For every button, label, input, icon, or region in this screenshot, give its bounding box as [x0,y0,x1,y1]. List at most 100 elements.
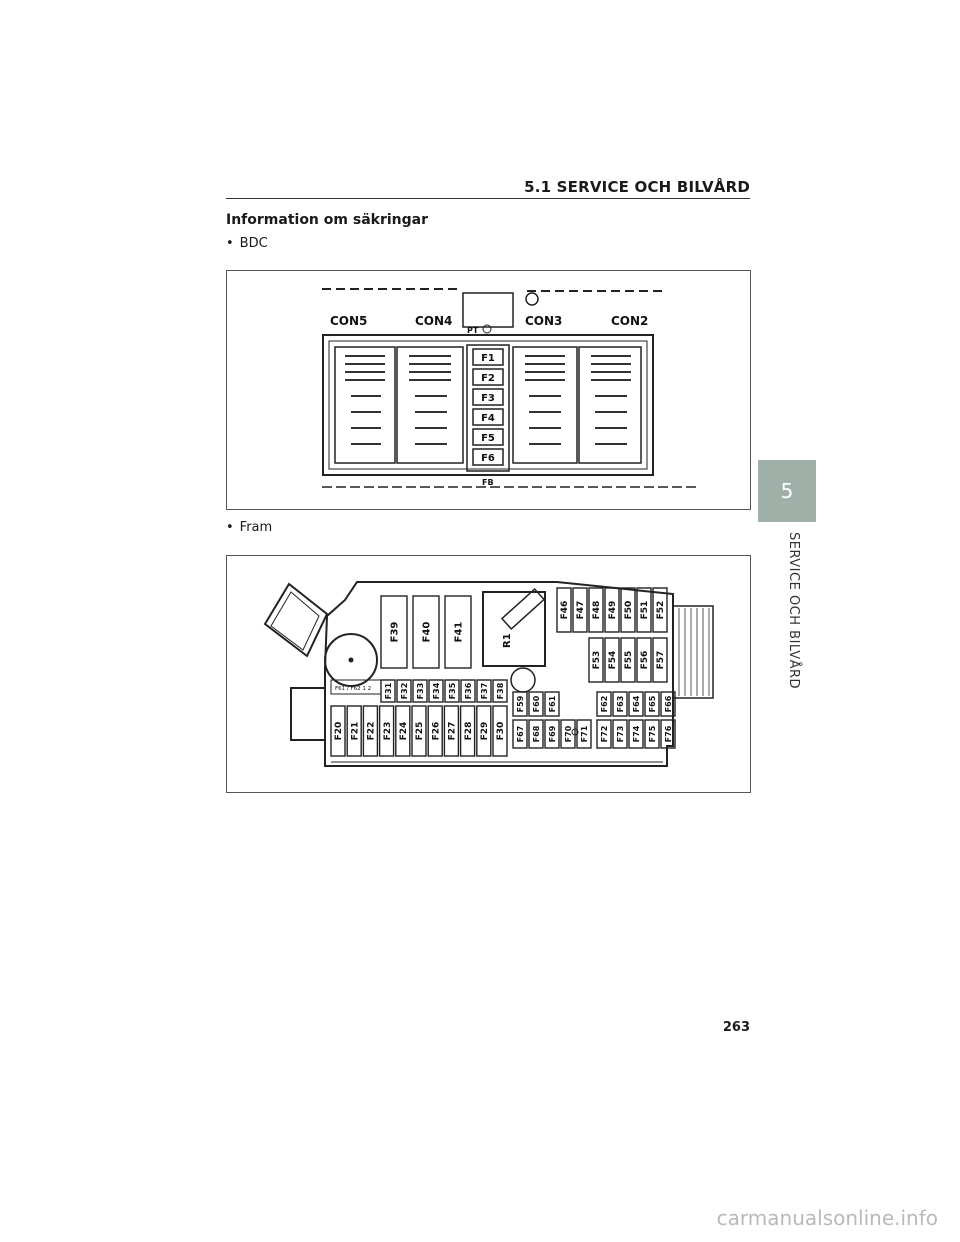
fuse-slot-f40 [412,595,440,669]
fuse-label-f74: F74 [632,725,641,742]
fuse-label-f49: F49 [608,601,618,620]
bdc-fuse-f4: F4 [481,413,495,424]
fuse-label-f63: F63 [616,696,625,713]
fuse-label-f64: F64 [632,695,641,712]
fuse-label-f67: F67 [516,726,525,743]
bdc-diagram-svg: CON5 CON4 CON3 CON2 PT [322,288,697,488]
fuse-slot-f52 [652,587,668,633]
fuse-slot-f72 [596,719,612,749]
fuse-label-f76: F76 [664,725,673,742]
bdc-fuse-f6: F6 [481,453,495,464]
fuse-slot-f61 [544,691,560,717]
pt-label: PT [467,326,479,335]
fuse-label-f51: F51 [640,601,650,620]
fuse-label-f68: F68 [532,725,541,742]
connector-label-con2: CON2 [611,314,648,328]
watermark: carmanualsonline.info [716,1206,938,1230]
fuse-slot-f26 [427,705,443,757]
fuse-slot-f62 [596,691,612,717]
fuse-slot-f33 [412,679,428,703]
fuse-slot-f49 [604,587,620,633]
fuse-label-f52: F52 [656,601,666,620]
fuse-slot-f28 [459,705,476,757]
fuse-slot-f76 [660,719,676,749]
fuse-slot-f35 [444,679,460,703]
fuse-label-f26: F26 [431,722,441,741]
fuse-label-f53: F53 [592,651,602,670]
fuse-label-f60: F60 [532,695,541,712]
fuse-slot-f47 [572,587,588,633]
fuse-slot-f55 [620,637,636,683]
fb-label: FB [482,478,494,487]
fuse-slot-f20 [330,705,346,757]
fuse-slot-f30 [492,705,508,757]
fuse-slot-f34 [428,679,444,703]
fuse-slot-f51 [636,587,652,633]
fuse-label-f54: F54 [608,651,618,670]
fuse-slot-f66 [660,691,676,717]
fuse-slot-f71 [576,719,592,749]
bullet-dot: • [226,236,234,251]
fuse-slot-f57 [652,637,668,683]
fuse-slot-f64 [628,691,644,717]
fuse-label-f32: F32 [400,683,409,700]
fuse-label-f31: F31 [384,682,393,699]
fuse-slot-f74 [628,719,644,749]
fuse-label-f59: F59 [516,695,525,712]
fuse-label-f56: F56 [640,651,650,670]
fuse-label-f65: F65 [648,695,657,712]
fuse-label-f33: F33 [416,683,425,700]
fuse-slot-f50 [620,587,636,633]
fuse-label-f22: F22 [367,722,377,741]
fuse-label-f71: F71 [580,725,589,742]
fuse-slot-f27 [443,705,460,757]
fuse-label-f35: F35 [448,682,457,699]
fuse-slot-f24 [395,705,411,757]
bdc-fuse-f5: F5 [481,433,495,444]
fuse-label-f75: F75 [648,725,657,742]
fuse-label-f50: F50 [624,601,634,620]
label-strip: F61 / F62 1 2 [335,686,371,692]
fuse-label-f46: F46 [560,601,570,620]
bdc-fuse-f3: F3 [481,393,495,404]
fuse-label-f48: F48 [592,601,602,620]
fuse-label-f37: F37 [480,683,489,700]
fuse-label-f27: F27 [448,722,458,741]
bullet-item: •Fram [226,520,272,535]
header-rule [226,198,750,199]
fuse-label-f70: F70 [564,725,573,742]
fuse-label-f30: F30 [496,722,506,741]
bullet-label-fram: Fram [239,520,273,535]
fuse-slot-f68 [528,719,544,749]
page-number: 263 [722,1020,750,1035]
fuse-slot-f38 [492,679,508,703]
fuse-slot-f59 [512,691,528,717]
fuse-slot-f32 [396,679,412,703]
section-title: Information om säkringar [226,212,428,228]
connector-label-con3: CON3 [525,314,562,328]
fuse-label-f72: F72 [600,726,609,743]
fuse-slot-f36 [460,679,476,703]
fuse-label-f41: F41 [454,622,465,643]
fuse-label-f55: F55 [624,651,634,670]
fuse-label-f21: F21 [350,722,360,741]
fuse-slot-f63 [612,691,628,717]
chapter-tab: 5 [758,460,816,522]
fuse-label-f73: F73 [616,726,625,743]
fuse-label-f38: F38 [496,682,505,699]
fuse-label-f39: F39 [390,622,401,643]
bdc-fuse-f1: F1 [481,353,495,364]
fuse-label-f34: F34 [432,682,441,699]
fuse-slot-f75 [644,719,660,749]
fuse-label-f40: F40 [422,622,433,643]
fuse-label-f25: F25 [415,722,425,741]
fuse-slot-f69 [544,719,560,749]
fuse-label-f23: F23 [383,722,393,741]
fuse-slot-f54 [604,637,620,683]
connector-label-con5: CON5 [330,314,367,328]
fuse-slot-f25 [411,705,427,757]
fuse-slot-f29 [476,705,492,757]
fuse-label-f69: F69 [548,725,557,742]
